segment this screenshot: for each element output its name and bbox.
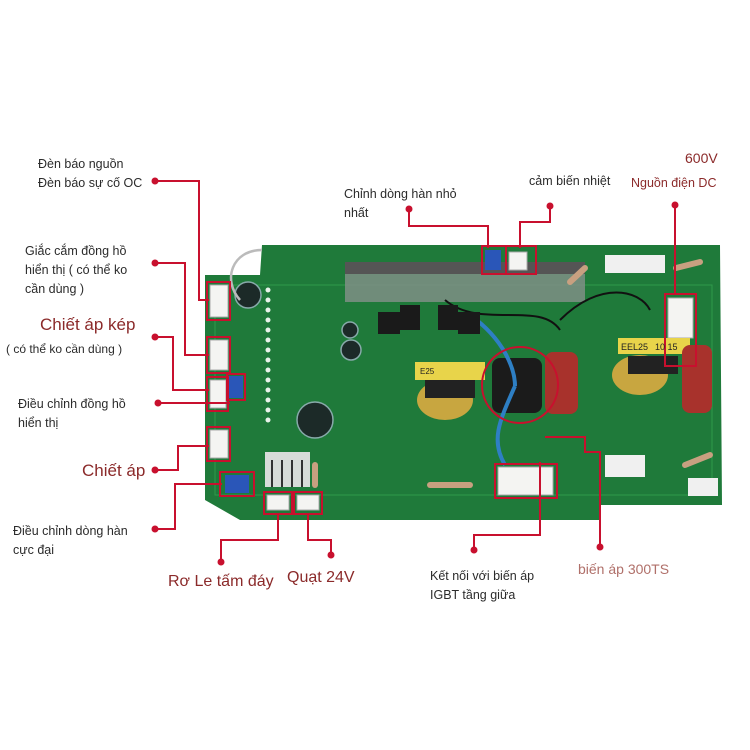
label-voltage: 600V	[685, 150, 718, 166]
transformer-code: 10 15	[655, 342, 678, 352]
small-transformer-marking: E25	[420, 367, 435, 376]
highlight-boxes	[206, 245, 697, 515]
transformer-marking: EEL25	[621, 342, 648, 352]
label-igbt-connect: Kết nối với biến áp IGBT tầng giữa	[430, 569, 535, 602]
label-dual-pot-note: ( có thể ko cần dùng )	[6, 342, 123, 356]
label-fan: Quạt 24V	[287, 569, 355, 586]
label-dual-pot: Chiết áp kép	[40, 315, 136, 334]
label-max-current: Điều chỉnh dòng hàn cực đại	[13, 524, 128, 557]
label-pot: Chiết áp	[82, 461, 146, 480]
label-dc-power: Nguồn điện DC	[631, 176, 717, 190]
small-transformer	[415, 362, 485, 420]
label-temp-sensor: cảm biến nhiệt	[529, 174, 611, 188]
label-min-current: Chỉnh dòng hàn nhỏ nhất	[344, 187, 457, 220]
leader-lines	[155, 180, 676, 562]
leader-dots	[151, 177, 679, 566]
label-relay: Rơ Le tấm đáy	[168, 573, 274, 590]
pcb-board	[205, 245, 722, 520]
label-transformer: biến áp 300TS	[578, 561, 670, 577]
label-meter-socket: Giắc cắm đồng hồ hiển thị ( có thể ko cầ…	[25, 244, 128, 296]
label-meter-adjust: Điều chỉnh đồng hồ hiển thị	[18, 397, 126, 430]
label-power-led: Đèn báo nguồn Đèn báo sự cố OC	[38, 157, 143, 190]
